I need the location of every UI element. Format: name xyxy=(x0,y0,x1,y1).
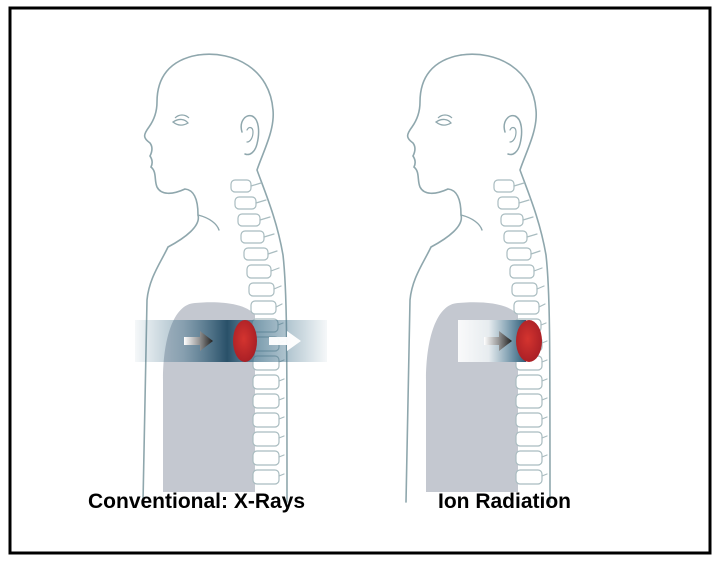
caption-xrays: Conventional: X-Rays xyxy=(88,490,305,513)
figure-frame xyxy=(10,8,710,553)
tumor xyxy=(516,320,542,362)
tumor xyxy=(233,320,257,362)
caption-ion: Ion Radiation xyxy=(438,490,571,513)
